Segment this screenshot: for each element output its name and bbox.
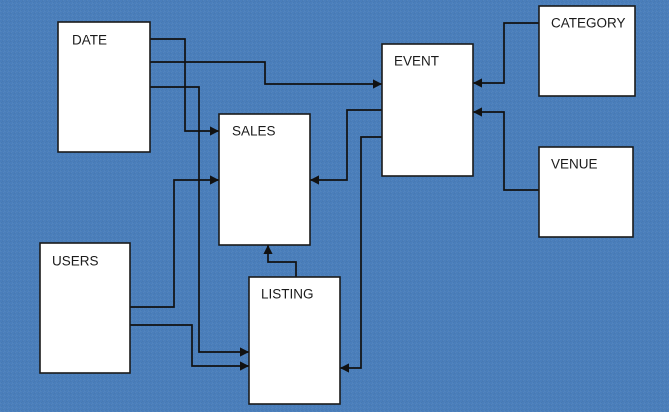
entity-label-category: CATEGORY bbox=[551, 16, 626, 31]
arrow-head-icon bbox=[310, 175, 319, 185]
entity-box-listing[interactable]: LISTING bbox=[248, 276, 341, 405]
arrow-head-icon bbox=[473, 78, 482, 88]
connector-event-to-sales bbox=[310, 109, 382, 185]
connector-date-to-listing bbox=[150, 86, 249, 357]
connector-line bbox=[340, 136, 382, 369]
connector-venue-to-event bbox=[473, 107, 539, 191]
connector-category-to-event bbox=[473, 22, 539, 88]
connector-users-to-listing bbox=[130, 324, 249, 371]
arrow-head-icon bbox=[210, 175, 219, 185]
entity-rect[interactable] bbox=[39, 242, 131, 374]
connector-date-to-event bbox=[150, 61, 382, 89]
entity-label-sales: SALES bbox=[232, 124, 276, 139]
connector-layer bbox=[130, 22, 539, 373]
entity-box-sales[interactable]: SALES bbox=[218, 113, 311, 246]
connector-line bbox=[150, 38, 219, 132]
connector-line bbox=[267, 245, 297, 277]
entity-label-event: EVENT bbox=[394, 54, 439, 69]
connector-line bbox=[473, 22, 539, 84]
entity-label-venue: VENUE bbox=[551, 157, 598, 172]
arrow-head-icon bbox=[340, 363, 349, 373]
connector-line bbox=[130, 324, 249, 367]
connector-listing-to-sales bbox=[263, 245, 297, 277]
entity-label-listing: LISTING bbox=[261, 287, 314, 302]
entity-box-venue[interactable]: VENUE bbox=[538, 146, 634, 238]
connector-date-to-sales bbox=[150, 38, 219, 136]
arrow-head-icon bbox=[210, 126, 219, 136]
arrow-head-icon bbox=[240, 347, 249, 357]
connector-line bbox=[310, 109, 382, 181]
arrow-head-icon bbox=[373, 79, 382, 89]
entity-box-category[interactable]: CATEGORY bbox=[538, 5, 636, 97]
entity-rect[interactable] bbox=[381, 43, 474, 177]
entity-box-date[interactable]: DATE bbox=[57, 21, 151, 153]
connector-line bbox=[130, 179, 219, 308]
connector-line bbox=[473, 111, 539, 191]
entity-label-users: USERS bbox=[52, 254, 99, 269]
entity-layer: DATE EVENT CATEGORY VENUE SALES USERS LISTING bbox=[39, 5, 636, 405]
entity-rect[interactable] bbox=[248, 276, 341, 405]
connector-line bbox=[150, 86, 249, 353]
entity-rect[interactable] bbox=[538, 146, 634, 238]
connector-line bbox=[150, 61, 382, 85]
connector-users-to-sales bbox=[130, 175, 219, 308]
arrow-head-icon bbox=[240, 361, 249, 371]
entity-rect[interactable] bbox=[538, 5, 636, 97]
entity-rect[interactable] bbox=[218, 113, 311, 246]
entity-rect[interactable] bbox=[57, 21, 151, 153]
arrow-head-icon bbox=[473, 107, 482, 117]
entity-box-users[interactable]: USERS bbox=[39, 242, 131, 374]
arrow-head-icon bbox=[263, 245, 273, 254]
entity-box-event[interactable]: EVENT bbox=[381, 43, 474, 177]
entity-label-date: DATE bbox=[72, 33, 107, 48]
connector-event-to-listing bbox=[340, 136, 382, 373]
